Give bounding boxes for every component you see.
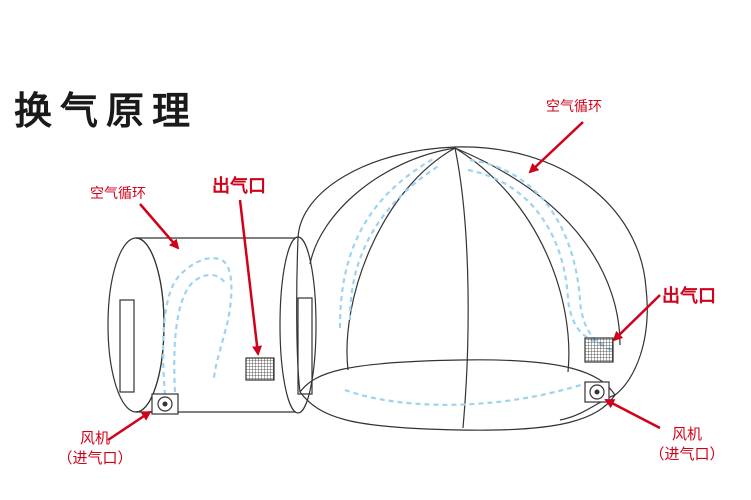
label-fan-tunnel: 风机 （进气口）: [40, 428, 150, 468]
dome-tunnel-join: [296, 237, 301, 393]
label-fan-dome-line2: （进气口）: [649, 445, 725, 463]
dome-airflow-left-2: [348, 164, 441, 321]
tunnel-door-left: [119, 299, 135, 393]
tunnel-cylinder: [107, 236, 317, 414]
label-fan-tunnel-line1: 风机: [79, 429, 110, 447]
label-air-circulation-dome: 空气循环: [546, 99, 602, 115]
airflow-arrows: [162, 157, 613, 406]
diagram-title: 换气原理: [14, 88, 199, 133]
dome-outline: [297, 146, 648, 421]
dome-outlet-vent: [584, 337, 614, 363]
fan-icon: [157, 396, 173, 412]
pointer-arrow-icon: [528, 121, 584, 174]
label-fan-dome: 风机 （进气口）: [632, 424, 742, 464]
label-outlet-dome: 出气口: [662, 286, 716, 307]
dome-base-back: [299, 359, 616, 396]
dome-base-front: [299, 391, 616, 431]
tunnel-outlet-vent: [245, 357, 275, 381]
dome-fan: [584, 381, 610, 403]
label-fan-dome-line1: 风机: [671, 425, 702, 443]
dome-seam-1: [309, 147, 456, 265]
tunnel-airflow-path-2: [173, 273, 227, 393]
tunnel-door-right: [297, 297, 313, 395]
pointer-arrow-icon: [139, 203, 180, 250]
label-air-circulation-tunnel: 空气循环: [90, 186, 146, 202]
pointer-arrows: [107, 121, 661, 442]
tunnel-front-inner: [135, 237, 165, 413]
dome-airflow-left: [338, 157, 436, 329]
dome-airflow-base: [344, 380, 591, 406]
pointer-arrow-icon: [107, 410, 152, 442]
dome-airflow-right: [469, 158, 613, 352]
vent-grille-icon: [245, 357, 275, 381]
label-fan-tunnel-line2: （进气口）: [57, 449, 133, 467]
pointer-arrow-icon: [612, 294, 661, 342]
label-outlet-tunnel: 出气口: [212, 176, 266, 197]
tunnel-fan: [151, 393, 179, 415]
dome: [296, 146, 648, 431]
pointer-arrow-icon: [238, 199, 263, 356]
tunnel-airflow-path: [162, 257, 233, 396]
vent-grille-icon: [584, 337, 614, 363]
dome-seam-5: [454, 147, 621, 346]
pointer-arrow-icon: [604, 398, 661, 430]
dome-seam-3: [454, 147, 469, 429]
dome-seam-2: [346, 147, 456, 371]
fan-icon: [589, 384, 605, 400]
dome-airflow-right-2: [467, 168, 607, 347]
dome-seam-4: [454, 147, 570, 373]
